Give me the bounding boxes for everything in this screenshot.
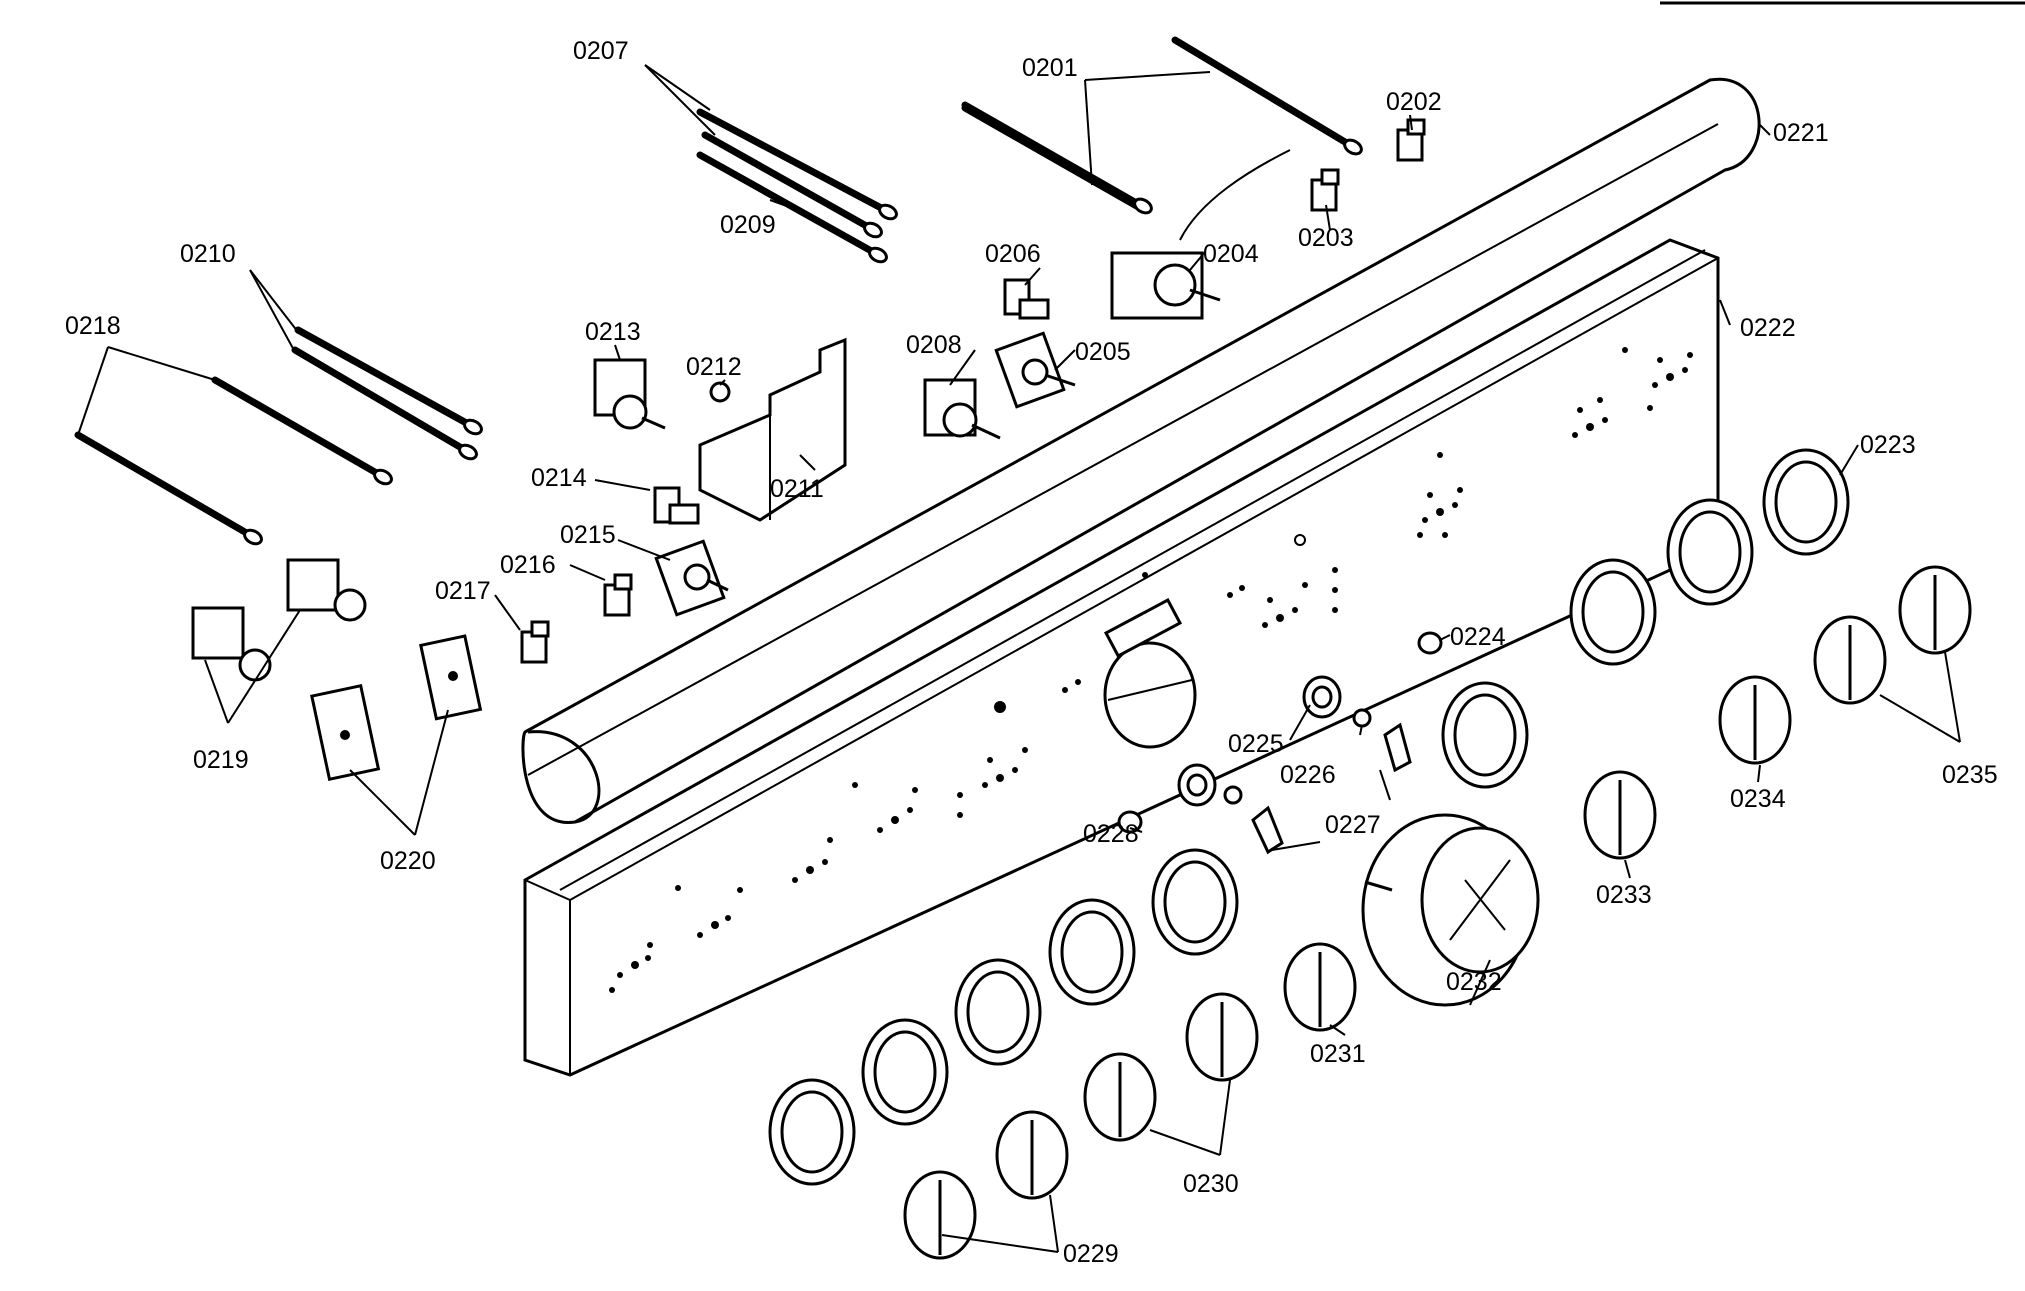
label-0222: 0222 bbox=[1740, 314, 1796, 342]
label-0225: 0225 bbox=[1228, 730, 1284, 758]
label-0232: 0232 bbox=[1446, 968, 1502, 996]
panel-clock-opening bbox=[1103, 641, 1197, 749]
label-0211: 0211 bbox=[770, 475, 824, 503]
switch-0202 bbox=[1396, 118, 1426, 162]
bracket-0211 bbox=[698, 337, 847, 522]
label-0233: 0233 bbox=[1596, 881, 1652, 909]
switch-0216 bbox=[603, 573, 633, 617]
clip-0227 bbox=[1251, 722, 1412, 855]
switch-0214 bbox=[653, 486, 700, 525]
label-0202: 0202 bbox=[1386, 88, 1442, 116]
knob-0229-a bbox=[995, 1110, 1069, 1200]
label-0215: 0215 bbox=[560, 521, 616, 549]
label-0220: 0220 bbox=[380, 847, 436, 875]
part-labels: 0201 0202 0203 0204 0205 0206 0207 0208 … bbox=[65, 37, 1998, 1268]
knob-0234 bbox=[1718, 675, 1792, 765]
leader-lines bbox=[77, 64, 1961, 1253]
grommet-0224 bbox=[1417, 631, 1443, 655]
switch-0217 bbox=[520, 620, 550, 664]
clock-0232 bbox=[1361, 813, 1540, 1007]
selector-0208 bbox=[923, 378, 1001, 440]
knob-0230-a bbox=[1185, 992, 1259, 1082]
valve-0219 bbox=[191, 558, 367, 682]
knob-0230-b bbox=[1083, 1052, 1157, 1142]
label-0235: 0235 bbox=[1942, 761, 1998, 789]
knob-0229-b bbox=[903, 1170, 977, 1260]
label-0228: 0228 bbox=[1083, 820, 1139, 848]
rod-0210 bbox=[291, 326, 483, 461]
label-0226: 0226 bbox=[1280, 761, 1336, 789]
label-0201: 0201 bbox=[1022, 54, 1078, 82]
grommet-0212 bbox=[709, 381, 731, 403]
label-0204: 0204 bbox=[1203, 240, 1259, 268]
board-0220 bbox=[310, 634, 483, 782]
nut-0226 bbox=[1223, 708, 1372, 805]
label-0221: 0221 bbox=[1773, 119, 1829, 147]
label-0214: 0214 bbox=[531, 464, 587, 492]
label-0229: 0229 bbox=[1063, 1240, 1119, 1268]
label-0223: 0223 bbox=[1860, 431, 1916, 459]
label-0210: 0210 bbox=[180, 240, 236, 268]
label-0216: 0216 bbox=[500, 551, 556, 579]
label-0231: 0231 bbox=[1310, 1040, 1366, 1068]
lower-panel-part bbox=[523, 238, 1720, 1077]
label-0208: 0208 bbox=[906, 331, 962, 359]
label-0230: 0230 bbox=[1183, 1170, 1239, 1198]
knob-0235-b bbox=[1813, 615, 1887, 705]
label-0203: 0203 bbox=[1298, 224, 1354, 252]
label-0219: 0219 bbox=[193, 746, 249, 774]
label-0207: 0207 bbox=[573, 37, 629, 65]
rod-0207-0209 bbox=[696, 108, 898, 264]
knob-0235-a bbox=[1898, 565, 1972, 655]
label-0217: 0217 bbox=[435, 577, 491, 605]
bezel-rings-0223 bbox=[768, 448, 1850, 1186]
label-0218: 0218 bbox=[65, 312, 121, 340]
thermostat-0204 bbox=[1110, 149, 1291, 320]
knob-0233 bbox=[1583, 770, 1657, 860]
switch-0215 bbox=[654, 539, 729, 617]
grommet-0228 bbox=[1117, 810, 1143, 834]
bezel-0225 bbox=[1177, 675, 1342, 807]
label-0224: 0224 bbox=[1450, 623, 1506, 651]
label-0213: 0213 bbox=[585, 318, 641, 346]
knobs bbox=[903, 565, 1972, 1260]
selector-0213 bbox=[593, 358, 666, 430]
rod-0201-b bbox=[1171, 36, 1363, 156]
knob-0231 bbox=[1283, 942, 1357, 1032]
panel-holes bbox=[609, 347, 1693, 993]
switch-0203 bbox=[1310, 168, 1340, 212]
rod-0201-a bbox=[961, 101, 1153, 215]
switch-0206 bbox=[1003, 278, 1050, 320]
label-0227: 0227 bbox=[1325, 811, 1381, 839]
label-0212: 0212 bbox=[686, 353, 742, 381]
label-0206: 0206 bbox=[985, 240, 1041, 268]
label-0234: 0234 bbox=[1730, 785, 1786, 813]
brand-badge bbox=[1103, 598, 1183, 658]
label-0205: 0205 bbox=[1075, 338, 1131, 366]
switch-0205 bbox=[994, 331, 1076, 409]
rod-0218 bbox=[74, 376, 393, 546]
label-0209: 0209 bbox=[720, 211, 776, 239]
upper-trim-part bbox=[521, 77, 1761, 824]
